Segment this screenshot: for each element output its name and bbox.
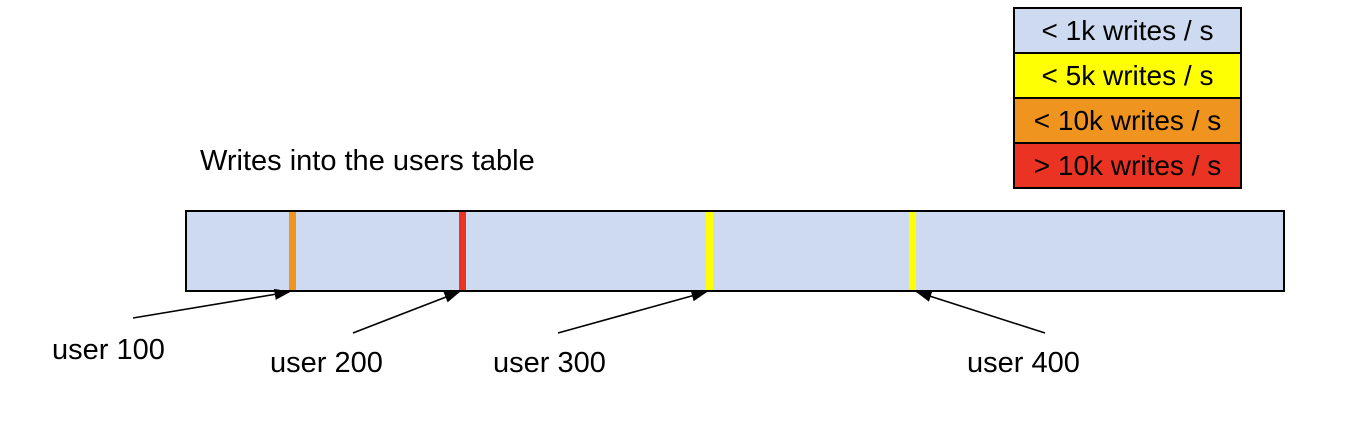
legend-item-label: < 10k writes / s <box>1033 104 1222 136</box>
label-user-300: user 300 <box>493 347 606 379</box>
arrow-user-100 <box>132 288 291 319</box>
legend-item-label: < 5k writes / s <box>1041 59 1214 91</box>
legend-item: > 10k writes / s <box>1013 142 1242 189</box>
legend-item-label: > 10k writes / s <box>1033 149 1222 181</box>
legend-item: < 1k writes / s <box>1013 7 1242 54</box>
write-stripe-user-100 <box>288 212 296 290</box>
legend-item: < 5k writes / s <box>1013 52 1242 99</box>
legend: < 1k writes / s < 5k writes / s < 10k wr… <box>1013 7 1242 189</box>
arrow-user-300 <box>557 290 708 334</box>
arrow-user-400 <box>915 291 1046 334</box>
label-user-400: user 400 <box>967 347 1080 379</box>
write-stripe-user-200 <box>458 212 466 290</box>
label-user-100: user 100 <box>52 334 165 366</box>
arrow-user-200 <box>352 291 461 334</box>
write-stripe-user-400 <box>909 212 917 290</box>
legend-item: < 10k writes / s <box>1013 97 1242 144</box>
legend-item-label: < 1k writes / s <box>1041 14 1214 46</box>
label-user-200: user 200 <box>270 347 383 379</box>
diagram-title: Writes into the users table <box>200 145 535 177</box>
users-table-bar <box>185 210 1285 292</box>
write-stripe-user-300 <box>706 212 714 290</box>
